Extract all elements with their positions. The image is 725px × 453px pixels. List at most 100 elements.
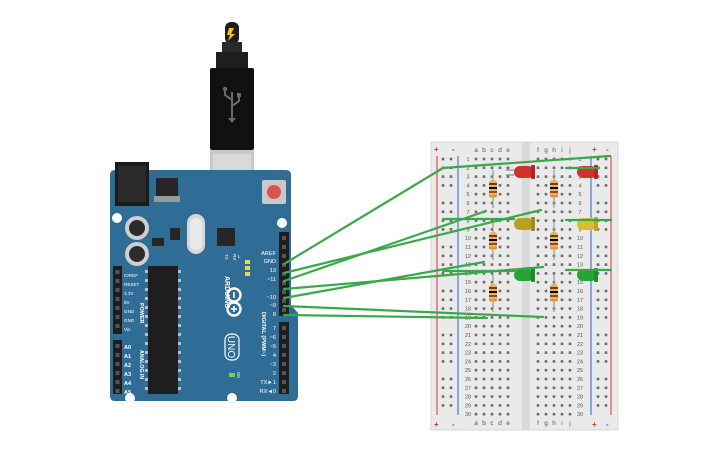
rail-hole[interactable] [441,395,445,398]
breadboard-hole[interactable] [544,412,548,416]
rail-hole[interactable] [604,298,608,302]
breadboard-hole[interactable] [552,324,556,328]
breadboard-hole[interactable] [568,210,572,214]
rail-hole[interactable] [441,245,445,249]
rail-hole[interactable] [596,210,600,214]
rail-hole[interactable] [596,351,600,354]
led-yellow-left[interactable] [514,217,535,231]
breadboard-hole[interactable] [498,263,502,266]
breadboard-hole[interactable] [490,386,494,390]
rail-hole[interactable] [449,219,453,222]
breadboard-hole[interactable] [544,377,548,381]
breadboard-hole[interactable] [560,210,564,214]
breadboard-hole[interactable] [498,386,502,390]
breadboard-hole[interactable] [482,395,486,398]
breadboard-hole[interactable] [560,404,564,407]
breadboard-hole[interactable] [560,201,564,205]
breadboard-hole[interactable] [568,377,572,381]
breadboard-hole[interactable] [490,324,494,328]
breadboard-hole[interactable] [482,280,486,284]
rail-hole[interactable] [604,157,608,161]
resistor[interactable] [550,222,558,260]
breadboard-hole[interactable] [474,289,478,293]
breadboard-hole[interactable] [474,280,478,284]
rail-hole[interactable] [596,298,600,302]
breadboard-hole[interactable] [568,201,572,205]
breadboard-hole[interactable] [482,289,486,293]
breadboard-hole[interactable] [490,307,494,310]
breadboard-hole[interactable] [474,219,478,222]
breadboard-hole[interactable] [536,236,540,240]
breadboard-hole[interactable] [506,201,510,205]
breadboard-hole[interactable] [482,298,486,302]
breadboard-hole[interactable] [498,184,502,187]
breadboard-hole[interactable] [568,316,572,319]
breadboard-hole[interactable] [490,254,494,258]
breadboard-hole[interactable] [474,175,478,178]
rail-hole[interactable] [441,263,445,266]
breadboard-hole[interactable] [482,157,486,161]
breadboard-hole[interactable] [544,175,548,178]
breadboard-hole[interactable] [498,342,502,346]
rail-hole[interactable] [441,184,445,187]
breadboard-hole[interactable] [506,280,510,284]
header-pin[interactable] [282,236,286,240]
header-pin[interactable] [115,270,120,274]
wire-pin-10[interactable] [282,260,486,300]
breadboard-hole[interactable] [506,316,510,319]
rail-hole[interactable] [604,351,608,354]
rail-hole[interactable] [604,404,608,407]
header-pin[interactable] [115,371,120,375]
rail-hole[interactable] [449,272,453,275]
breadboard-hole[interactable] [506,404,510,407]
rail-hole[interactable] [596,360,600,363]
breadboard-hole[interactable] [536,395,540,398]
breadboard-hole[interactable] [498,175,502,178]
breadboard-hole[interactable] [506,210,510,214]
breadboard-hole[interactable] [544,360,548,363]
breadboard-hole[interactable] [568,333,572,337]
breadboard-hole[interactable] [506,386,510,390]
header-pin[interactable] [282,326,286,330]
breadboard-hole[interactable] [536,245,540,249]
breadboard-hole[interactable] [536,377,540,381]
rail-hole[interactable] [441,404,445,407]
rail-hole[interactable] [604,210,608,214]
header-pin[interactable] [282,353,286,357]
rail-hole[interactable] [441,175,445,178]
breadboard-hole[interactable] [552,342,556,346]
rail-hole[interactable] [441,228,445,231]
breadboard-hole[interactable] [536,386,540,390]
breadboard-hole[interactable] [536,289,540,293]
header-pin[interactable] [115,380,120,384]
rail-hole[interactable] [604,316,608,319]
breadboard-hole[interactable] [490,377,494,381]
breadboard-hole[interactable] [498,316,502,319]
breadboard-hole[interactable] [506,360,510,363]
rail-hole[interactable] [604,175,608,178]
breadboard-hole[interactable] [474,254,478,258]
breadboard-hole[interactable] [544,166,548,170]
rail-hole[interactable] [441,201,445,205]
resistor[interactable] [489,274,497,312]
breadboard-hole[interactable] [474,324,478,328]
rail-hole[interactable] [604,342,608,346]
breadboard-hole[interactable] [498,166,502,170]
breadboard-hole[interactable] [506,157,510,161]
breadboard-hole[interactable] [536,351,540,354]
breadboard-hole[interactable] [474,228,478,231]
breadboard-hole[interactable] [482,404,486,407]
breadboard-hole[interactable] [568,324,572,328]
header-pin[interactable] [115,306,120,310]
rail-hole[interactable] [449,404,453,407]
breadboard-hole[interactable] [490,280,494,284]
breadboard-hole[interactable] [568,245,572,249]
breadboard-hole[interactable] [568,342,572,346]
breadboard-hole[interactable] [506,272,510,275]
breadboard-hole[interactable] [506,166,510,170]
rail-hole[interactable] [596,254,600,258]
breadboard-hole[interactable] [536,175,540,178]
breadboard-hole[interactable] [482,201,486,205]
breadboard-hole[interactable] [536,280,540,284]
breadboard-hole[interactable] [560,351,564,354]
